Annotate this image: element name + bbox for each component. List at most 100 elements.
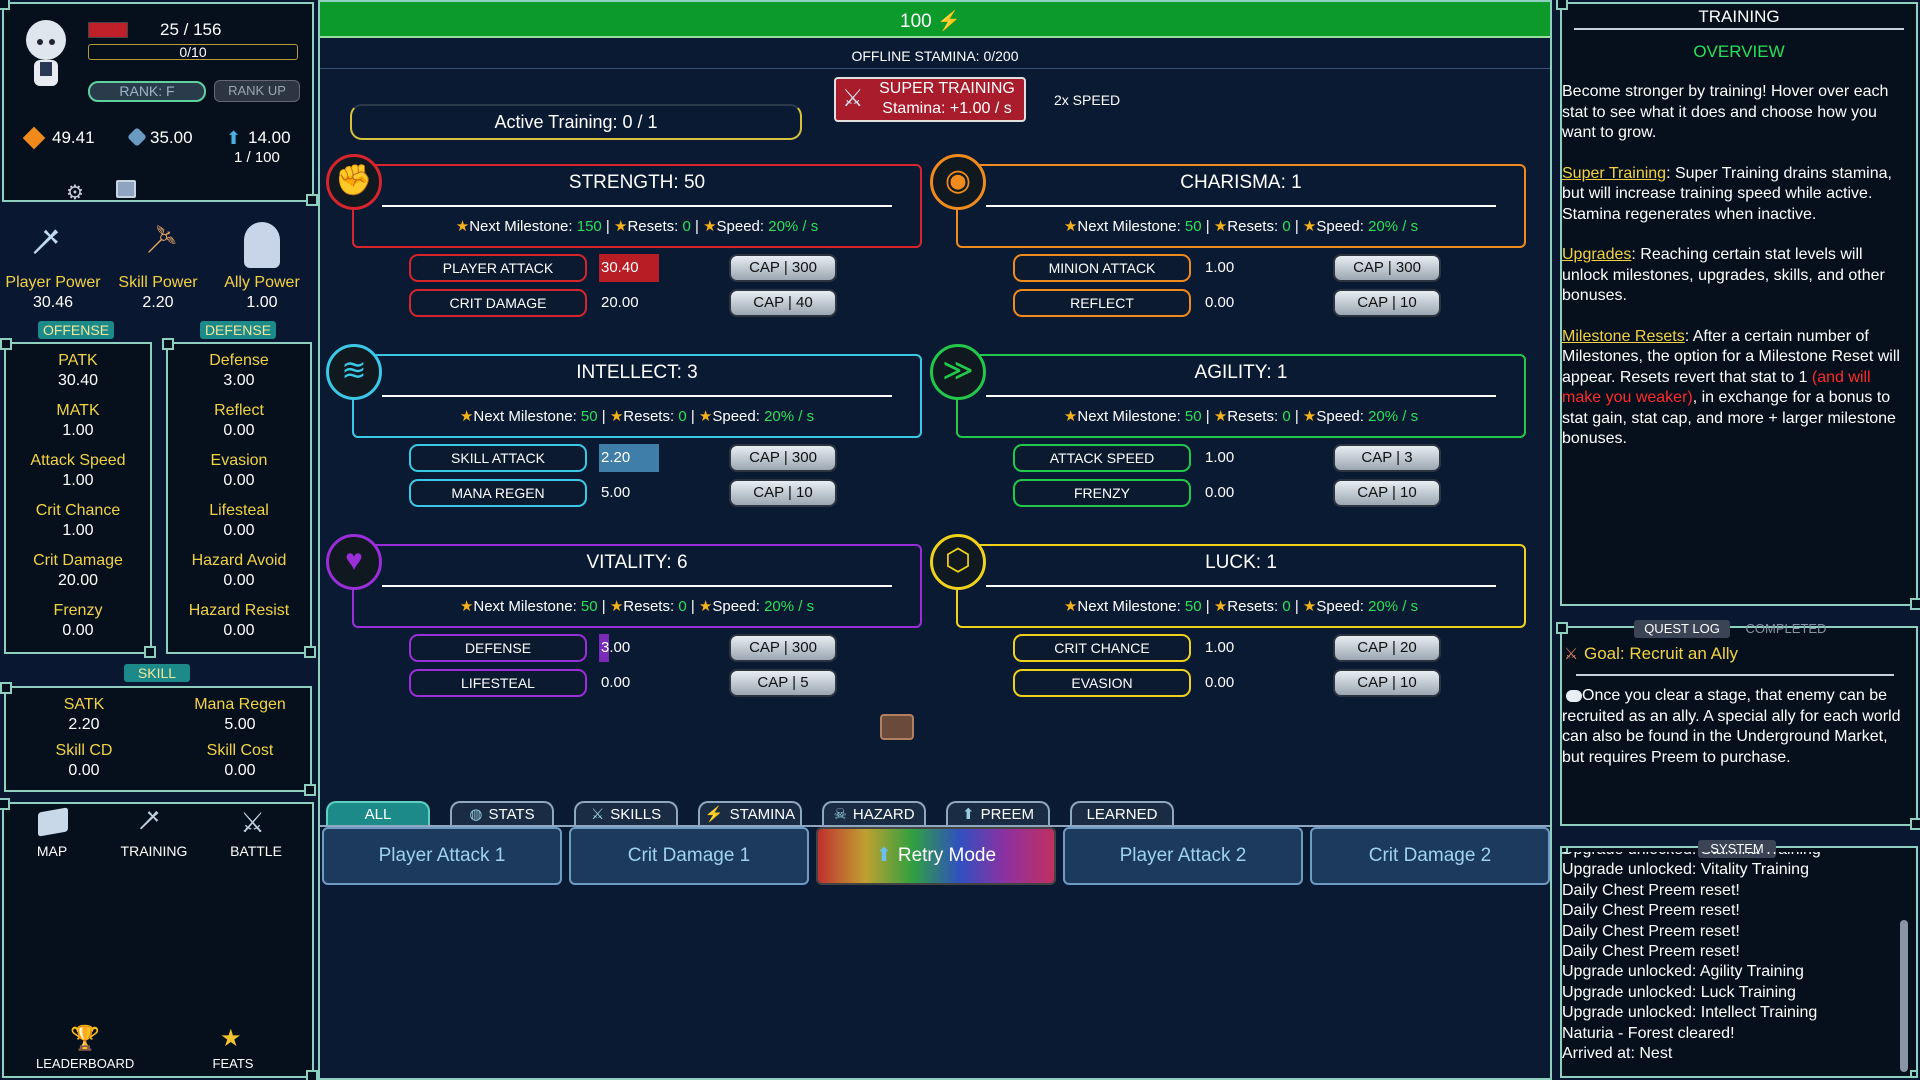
- upgrades-help-text: : Reaching certain stat levels will unlo…: [1562, 246, 1885, 304]
- defense-stat-value: 0.00: [223, 572, 255, 589]
- cap-button[interactable]: CAP | 10: [1333, 479, 1441, 507]
- nav-leaderboard[interactable]: LEADERBOARD: [36, 1056, 135, 1071]
- train-mana-regen-button[interactable]: MANA REGEN: [409, 479, 587, 507]
- stamina-runner-icon: ⚡: [936, 11, 961, 32]
- train-lifesteal-button[interactable]: LIFESTEAL: [409, 669, 587, 697]
- cap-button[interactable]: CAP | 3: [1333, 444, 1441, 472]
- preem-icon: ⬆: [962, 806, 975, 823]
- luck-card[interactable]: LUCK: 1 ★Next Milestone: 50 | ★Resets: 0…: [956, 544, 1526, 628]
- train-frenzy-button[interactable]: FRENZY: [1013, 479, 1191, 507]
- defense-stat-label: Lifesteal: [209, 502, 269, 519]
- save-icon[interactable]: [116, 180, 136, 198]
- resets-label: Resets:: [623, 598, 675, 615]
- offense-stat-label: PATK: [58, 352, 98, 369]
- train-player-attack-button[interactable]: PLAYER ATTACK: [409, 254, 587, 282]
- train-reflect-button[interactable]: REFLECT: [1013, 289, 1191, 317]
- train-defense-button[interactable]: DEFENSE: [409, 634, 587, 662]
- gem-value: 35.00: [150, 128, 193, 147]
- upgrade-label: Crit Damage 1: [627, 845, 751, 866]
- luck-resets: 0: [1282, 598, 1291, 615]
- offense-stat-value: 1.00: [62, 422, 94, 439]
- quest-log-tab[interactable]: QUEST LOG: [1634, 620, 1730, 638]
- next-milestone-label: Next Milestone:: [1077, 408, 1181, 425]
- nav-map[interactable]: MAP: [36, 843, 68, 859]
- agility-card[interactable]: AGILITY: 1 ★Next Milestone: 50 | ★Resets…: [956, 354, 1526, 438]
- cap-button[interactable]: CAP | 300: [1333, 254, 1441, 282]
- nav-training[interactable]: TRAINING: [120, 843, 188, 859]
- star-icon: ★: [1063, 598, 1078, 615]
- defense-stat-label: Evasion: [210, 452, 268, 469]
- intellect-card[interactable]: INTELLECT: 3 ★Next Milestone: 50 | ★Rese…: [352, 354, 922, 438]
- rank-up-button[interactable]: RANK UP: [214, 80, 300, 102]
- upgrade-crit-damage-1[interactable]: Crit Damage 1: [569, 827, 809, 885]
- cap-button[interactable]: CAP | 10: [1333, 289, 1441, 317]
- charisma-card[interactable]: CHARISMA: 1 ★Next Milestone: 50 | ★Reset…: [956, 164, 1526, 248]
- super-training-link[interactable]: Super Training: [1562, 164, 1667, 182]
- charisma-title: CHARISMA: 1: [1180, 172, 1302, 193]
- sub-stat-value: 0.00: [1205, 484, 1235, 501]
- defense-stat-label: Hazard Resist: [188, 602, 290, 619]
- next-milestone-label: Next Milestone:: [1077, 598, 1181, 615]
- offline-stamina: OFFLINE STAMINA: 0/200: [851, 48, 1019, 64]
- speed-label: Speed:: [712, 598, 760, 615]
- tab-stamina[interactable]: ⚡STAMINA: [698, 801, 802, 827]
- upgrade-retry-mode[interactable]: ⬆Retry Mode: [816, 827, 1056, 885]
- defense-panel: [162, 338, 316, 658]
- ally-power-label: Ally Power: [224, 274, 300, 291]
- tab-stats[interactable]: ◍STATS: [450, 801, 554, 827]
- super-training-button[interactable]: [834, 77, 1026, 122]
- vitality-title-divider: [382, 585, 892, 587]
- milestone-resets-link[interactable]: Milestone Resets: [1562, 327, 1685, 345]
- quest-completed-tab[interactable]: COMPLETED: [1745, 621, 1827, 636]
- upgrade-player-attack-2[interactable]: Player Attack 2: [1063, 827, 1303, 885]
- ally-power-icon: [244, 222, 280, 268]
- strength-milestone-line: ★Next Milestone: 150 | ★Resets: 0 | ★Spe…: [455, 218, 819, 235]
- center-frame: [318, 0, 1552, 1080]
- train-attack-speed-button[interactable]: ATTACK SPEED: [1013, 444, 1191, 472]
- treasure-chest-icon[interactable]: [880, 714, 914, 740]
- tab-learned[interactable]: LEARNED: [1070, 801, 1174, 827]
- cap-button[interactable]: CAP | 20: [1333, 634, 1441, 662]
- player-power-icon: †: [22, 218, 69, 266]
- next-milestone-label: Next Milestone:: [469, 218, 573, 235]
- train-evasion-button[interactable]: EVASION: [1013, 669, 1191, 697]
- cap-button[interactable]: CAP | 300: [729, 634, 837, 662]
- system-scrollbar[interactable]: [1900, 920, 1908, 1072]
- tab-hazard[interactable]: ☠HAZARD: [822, 801, 926, 827]
- strength-card[interactable]: STRENGTH: 50 ★Next Milestone: 150 | ★Res…: [352, 164, 922, 248]
- cap-button[interactable]: CAP | 300: [729, 444, 837, 472]
- vitality-card[interactable]: VITALITY: 6 ★Next Milestone: 50 | ★Reset…: [352, 544, 922, 628]
- system-log-line: Arrived at: Nest: [1562, 1045, 1673, 1063]
- next-milestone-label: Next Milestone:: [1077, 218, 1181, 235]
- nav-feats[interactable]: FEATS: [212, 1056, 254, 1071]
- sub-stat-value: 0.00: [1205, 674, 1235, 691]
- settings-gear-icon[interactable]: ⚙: [66, 182, 84, 204]
- milestone-warning: (and will make you weaker): [1562, 368, 1871, 407]
- tab-all[interactable]: ALL: [326, 801, 430, 827]
- tab-skills[interactable]: ⚔SKILLS: [574, 801, 678, 827]
- skill-stat-label: Mana Regen: [194, 696, 286, 713]
- luck-speed: 20% / s: [1368, 598, 1419, 615]
- battle-icon[interactable]: ⚔: [240, 807, 266, 838]
- cap-button[interactable]: CAP | 40: [729, 289, 837, 317]
- cap-button[interactable]: CAP | 5: [729, 669, 837, 697]
- upgrade-label: Retry Mode: [897, 845, 997, 866]
- leaderboard-icon[interactable]: 🏆: [70, 1025, 100, 1052]
- tab-preem[interactable]: ⬆PREEM: [946, 801, 1050, 827]
- train-minion-attack-button[interactable]: MINION ATTACK: [1013, 254, 1191, 282]
- feats-icon[interactable]: ★: [220, 1025, 242, 1052]
- train-crit-damage-button[interactable]: CRIT DAMAGE: [409, 289, 587, 317]
- upgrades-link[interactable]: Upgrades: [1562, 246, 1632, 263]
- preem-cap: 1 / 100: [234, 149, 280, 166]
- train-crit-chance-button[interactable]: CRIT CHANCE: [1013, 634, 1191, 662]
- train-skill-attack-button[interactable]: SKILL ATTACK: [409, 444, 587, 472]
- cap-button[interactable]: CAP | 10: [729, 479, 837, 507]
- player-avatar[interactable]: [18, 16, 74, 90]
- nav-battle[interactable]: BATTLE: [230, 843, 282, 859]
- cap-button[interactable]: CAP | 10: [1333, 669, 1441, 697]
- star-icon: ★: [698, 598, 713, 615]
- star-icon: ★: [1063, 218, 1078, 235]
- upgrade-player-attack-1[interactable]: Player Attack 1: [322, 827, 562, 885]
- upgrade-crit-damage-2[interactable]: Crit Damage 2: [1310, 827, 1550, 885]
- cap-button[interactable]: CAP | 300: [729, 254, 837, 282]
